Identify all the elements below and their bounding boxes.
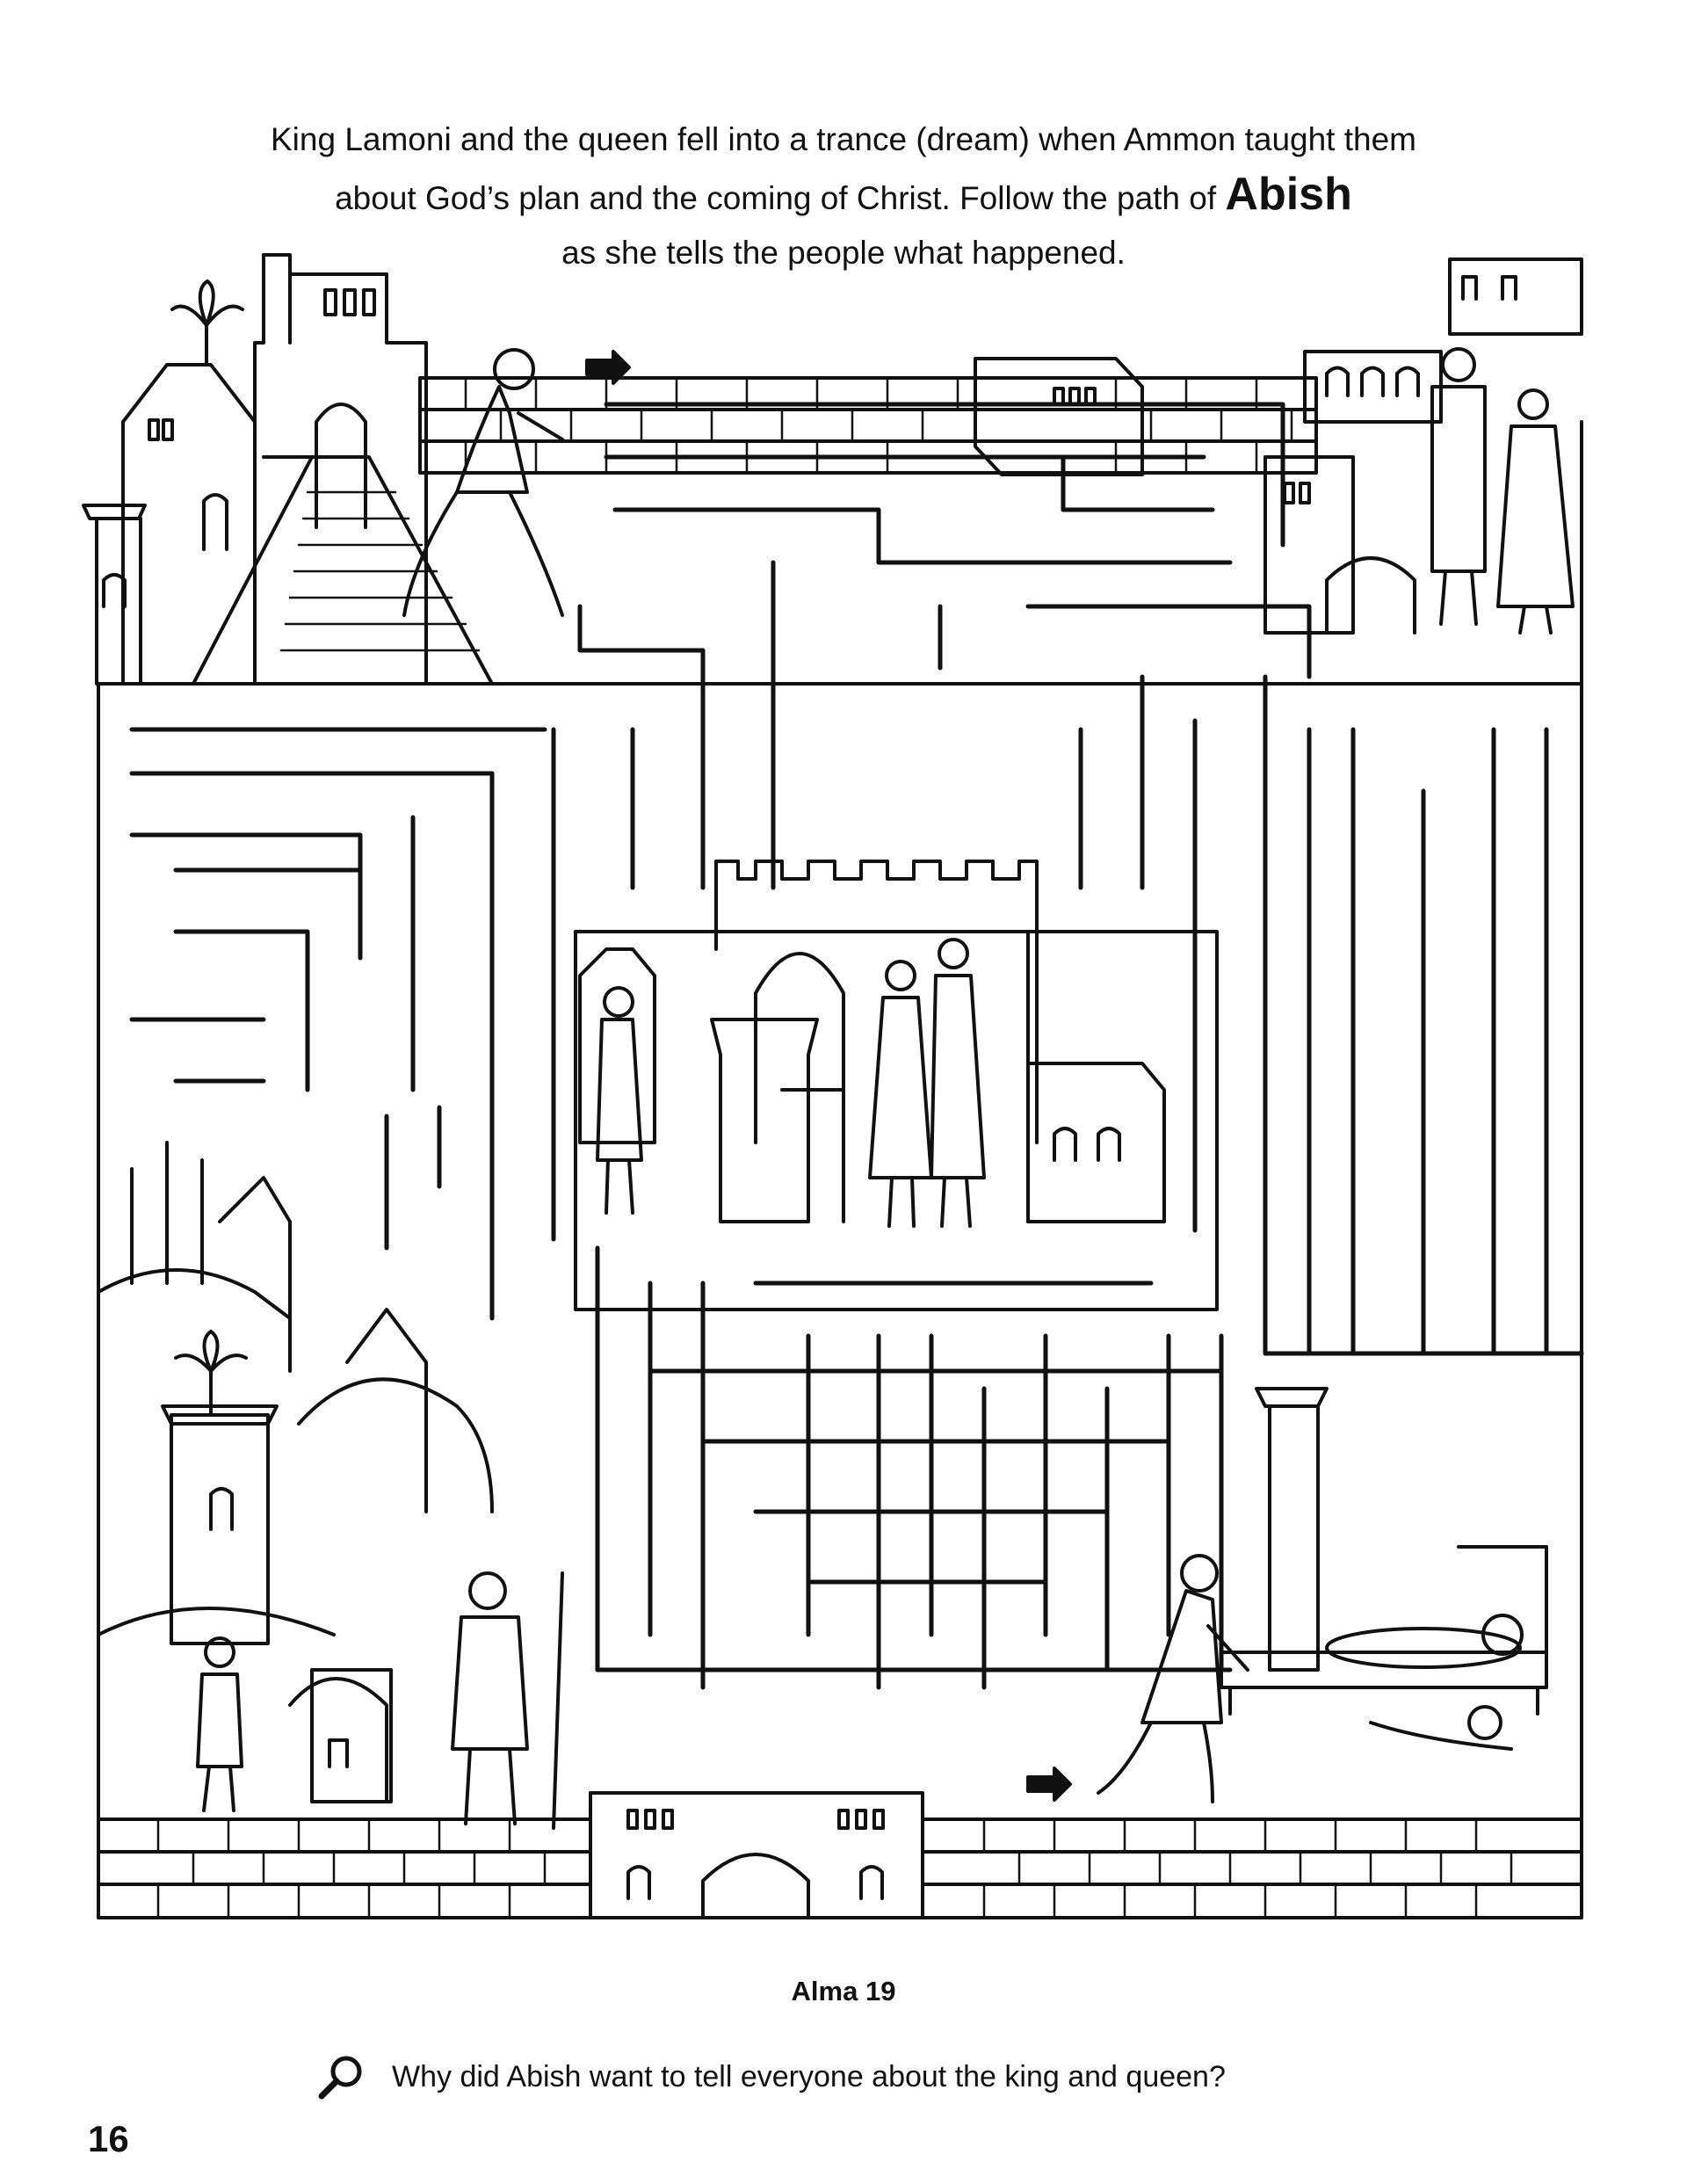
question-text: Why did Abish want to tell everyone abou… bbox=[392, 2059, 1226, 2093]
page-number: 16 bbox=[88, 2118, 129, 2159]
village-lower-left bbox=[97, 1141, 564, 1830]
maze-walls bbox=[129, 402, 1584, 1690]
start-arrow-icon bbox=[585, 350, 631, 385]
bottom-wall bbox=[97, 1791, 1583, 1919]
intro-line-2-text: about God’s plan and the coming of Chris… bbox=[335, 180, 1217, 216]
center-castle-scene bbox=[574, 860, 1219, 1311]
magnifier-icon bbox=[318, 2056, 362, 2100]
scripture-reference: Alma 19 bbox=[791, 1976, 896, 2006]
intro-text: King Lamoni and the queen fell into a tr… bbox=[141, 112, 1546, 280]
top-wall bbox=[418, 357, 1318, 476]
abish-name: Abish bbox=[1225, 169, 1352, 220]
intro-line-1: King Lamoni and the queen fell into a tr… bbox=[271, 121, 1416, 157]
abish-running-top bbox=[402, 348, 564, 617]
intro-line-3: as she tells the people what happened. bbox=[561, 235, 1126, 271]
buildings-top-right bbox=[1263, 258, 1583, 686]
question-row: Why did Abish want to tell everyone abou… bbox=[316, 2052, 1226, 2101]
maze-outer-frame bbox=[97, 682, 1583, 1919]
temple-stairs-top-left bbox=[82, 253, 494, 686]
intro-line-2: about God’s plan and the coming of Chris… bbox=[141, 167, 1546, 226]
end-arrow-icon bbox=[1026, 1767, 1072, 1802]
bed-scene-lower-right bbox=[1097, 1387, 1548, 1803]
